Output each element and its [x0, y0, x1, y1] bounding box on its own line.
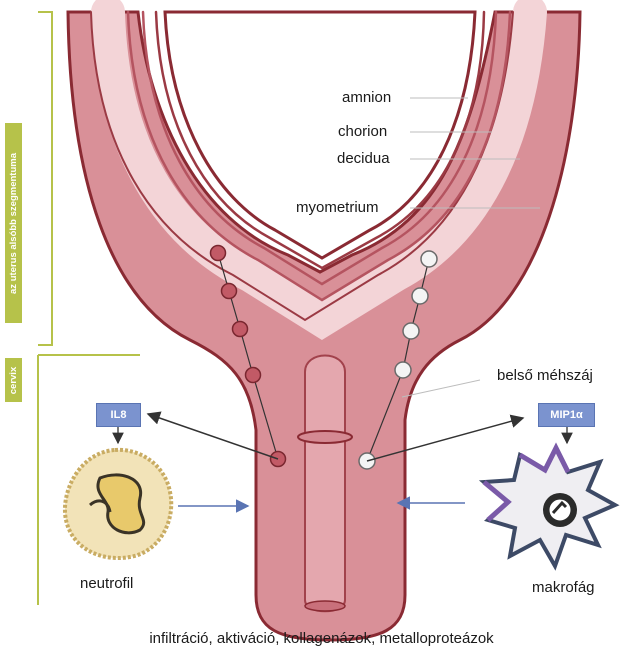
macrophage-label: makrofág — [532, 579, 595, 596]
chorion-label: chorion — [338, 123, 387, 140]
amnion-label: amnion — [342, 89, 391, 106]
uterus-segment-tab: az uterus alsóbb szegmentuma — [5, 123, 22, 323]
mip1a-chip: MIP1α — [538, 403, 595, 427]
myometrium-label: myometrium — [296, 199, 379, 216]
caption: infiltráció, aktiváció, kollagenázok, me… — [0, 630, 643, 647]
neutrophil-cell — [65, 450, 171, 558]
neutrophil-label: neutrofil — [80, 575, 133, 592]
macrophage-cell — [484, 448, 615, 566]
il8-chip: IL8 — [96, 403, 141, 427]
uterus-segment-bracket — [38, 12, 52, 345]
external-os — [305, 601, 345, 611]
cervix-tab: cervix — [5, 358, 22, 402]
decidua-label: decidua — [337, 150, 390, 167]
internal-os-ring — [298, 431, 352, 443]
internal-os-label: belső méhszáj — [497, 367, 593, 384]
cervical-canal — [305, 356, 345, 612]
